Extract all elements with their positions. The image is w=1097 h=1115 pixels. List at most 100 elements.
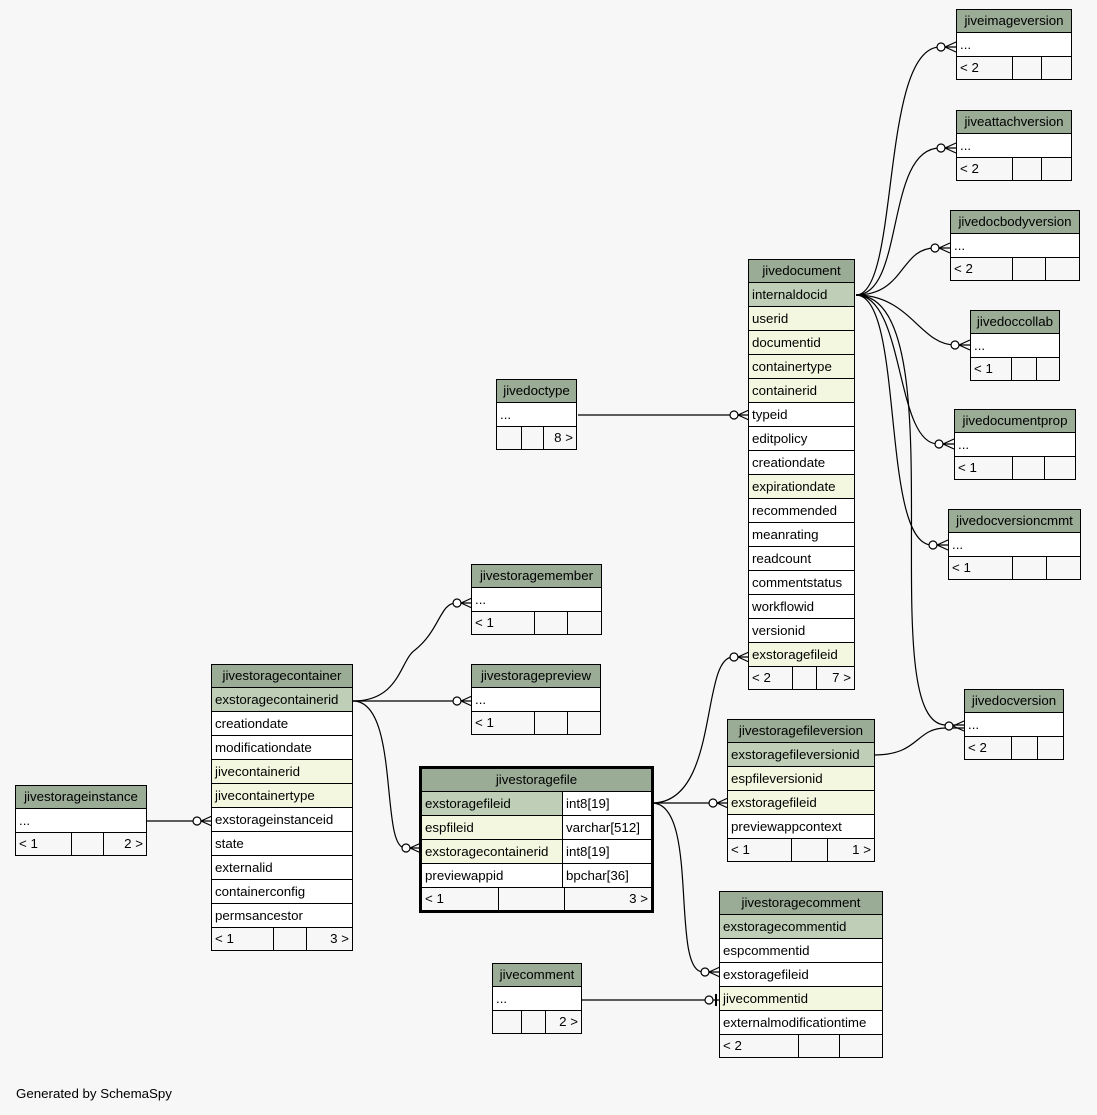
children-count: 8 >: [554, 430, 573, 445]
children-count: 3 >: [330, 931, 349, 946]
children-count: 3 >: [629, 891, 648, 906]
table-row-containertype: containertype: [749, 355, 854, 379]
table-row-externalmodificationtime: externalmodificationtime: [720, 1011, 882, 1035]
edge-jivedocversion-a: [855, 294, 964, 726]
table-header: jivestoragepreview: [472, 665, 600, 688]
table-jiveimageversion[interactable]: jiveimageversion ... < 2: [956, 9, 1072, 80]
table-jivestoragefileversion[interactable]: jivestoragefileversion exstoragefilevers…: [727, 719, 875, 862]
table-jivestoragemember[interactable]: jivestoragemember ... < 1: [471, 564, 602, 635]
table-row-jivecontainerid: jivecontainerid: [212, 760, 352, 784]
table-jivedocument[interactable]: jivedocument internaldocid userid docume…: [748, 259, 855, 690]
table-header: jivestoragefile: [422, 769, 651, 792]
column-name: exstoragefileid: [422, 792, 563, 815]
column-type: bpchar[36]: [566, 868, 629, 883]
table-jivedoccollab[interactable]: jivedoccollab ... < 1: [970, 310, 1060, 381]
children-count: [1046, 258, 1079, 280]
table-row-internaldocid: internaldocid: [749, 283, 854, 307]
table-footer: 8 >: [497, 427, 576, 449]
table-header: jiveimageversion: [957, 10, 1071, 33]
table-header: jivestoragecomment: [720, 892, 882, 915]
table-header: jivestoragemember: [472, 565, 601, 588]
edge-jiveattachversion: [855, 147, 956, 296]
table-row: ...: [497, 403, 576, 427]
table-row-containerconfig: containerconfig: [212, 880, 352, 904]
children-count: [1037, 358, 1059, 380]
table-jivestoragefile[interactable]: jivestoragefile exstoragefileid int8[19]…: [419, 766, 654, 913]
table-jivestoragecontainer[interactable]: jivestoragecontainer exstoragecontaineri…: [211, 664, 353, 951]
table-row-creationdate: creationdate: [212, 712, 352, 736]
parents-count: < 2: [720, 1035, 799, 1057]
children-count: [1042, 57, 1071, 79]
columns-count: [1013, 457, 1045, 479]
table-jivedoctype[interactable]: jivedoctype ... 8 >: [496, 379, 577, 450]
table-row-espfileid: espfileid varchar[512]: [422, 816, 651, 840]
table-row-permsancestor: permsancestor: [212, 904, 352, 928]
children-count: [840, 1035, 882, 1057]
parents-count: < 1: [955, 457, 1013, 479]
table-row-meanrating: meanrating: [749, 523, 854, 547]
parents-count: < 1: [472, 612, 535, 634]
columns-count: [274, 928, 307, 950]
children-count: [568, 612, 601, 634]
table-jivedocversion[interactable]: jivedocversion ... < 2: [964, 689, 1064, 760]
marker: [950, 340, 960, 350]
table-row-espfileversionid: espfileversionid: [728, 767, 874, 791]
table-footer: < 1: [472, 612, 601, 634]
table-jivestoragecomment[interactable]: jivestoragecomment exstoragecommentid es…: [719, 891, 883, 1058]
table-jivedocversioncmmt[interactable]: jivedocversioncmmt ... < 1: [948, 509, 1081, 580]
table-footer: 2 >: [493, 1011, 581, 1033]
marker: [944, 721, 954, 731]
table-jivestoragepreview[interactable]: jivestoragepreview ... < 1: [471, 664, 601, 735]
table-row-typeid: typeid: [749, 403, 854, 427]
marker: [401, 843, 411, 853]
table-jiveattachversion[interactable]: jiveattachversion ... < 2: [956, 110, 1072, 181]
table-footer: < 1: [955, 457, 1075, 479]
table-row-espcommentid: espcommentid: [720, 939, 882, 963]
table-jivestorageinstance[interactable]: jivestorageinstance ... < 1 2 >: [15, 785, 147, 856]
table-footer: < 2: [965, 737, 1063, 759]
table-row-creationdate: creationdate: [749, 451, 854, 475]
parents-count: < 2: [951, 258, 1013, 280]
table-row-jivecontainertype: jivecontainertype: [212, 784, 352, 808]
children-count: 7 >: [832, 670, 851, 685]
column-type: int8[19]: [566, 796, 610, 811]
columns-count: [1012, 358, 1037, 380]
children-count: [1045, 457, 1075, 479]
parents-count: < 2: [957, 158, 1013, 180]
table-footer: < 1 3 >: [212, 928, 352, 950]
edge-jivestoragemember: [352, 602, 472, 702]
table-row: ...: [957, 134, 1071, 158]
parents-count: < 1: [949, 557, 1013, 579]
edge-jivedocument-exstoragefileid: [651, 656, 749, 804]
table-row-userid: userid: [749, 307, 854, 331]
table-row: ...: [955, 433, 1075, 457]
column-type: varchar[512]: [566, 820, 640, 835]
table-header: jivecomment: [493, 964, 581, 987]
table-row-exstoragefileversionid: exstoragefileversionid: [728, 743, 874, 767]
parents-count: < 1: [16, 833, 72, 855]
table-jivecomment[interactable]: jivecomment ... 2 >: [492, 963, 582, 1034]
table-row-exstoragecommentid: exstoragecommentid: [720, 915, 882, 939]
children-count: [1042, 158, 1071, 180]
column-name: previewappid: [422, 864, 563, 887]
children-count: 2 >: [559, 1014, 578, 1029]
table-header: jivestoragefileversion: [728, 720, 874, 743]
column-type: int8[19]: [566, 844, 610, 859]
parents-count: < 1: [422, 888, 499, 910]
table-jivedocumentprop[interactable]: jivedocumentprop ... < 1: [954, 409, 1076, 480]
table-row-readcount: readcount: [749, 547, 854, 571]
columns-count: [72, 833, 104, 855]
table-row-commentstatus: commentstatus: [749, 571, 854, 595]
table-row-externalid: externalid: [212, 856, 352, 880]
table-row-recommended: recommended: [749, 499, 854, 523]
marker: [452, 696, 462, 706]
table-header: jivestorageinstance: [16, 786, 146, 809]
edge-jivedocbodyversion: [855, 247, 950, 296]
table-row-containerid: containerid: [749, 379, 854, 403]
table-row: ...: [965, 713, 1063, 737]
table-jivedocbodyversion[interactable]: jivedocbodyversion ... < 2: [950, 210, 1080, 281]
table-footer: < 2: [720, 1035, 882, 1057]
table-row-exstoragefileid: exstoragefileid: [749, 643, 854, 667]
table-footer: < 2: [951, 258, 1079, 280]
marker: [729, 410, 739, 420]
